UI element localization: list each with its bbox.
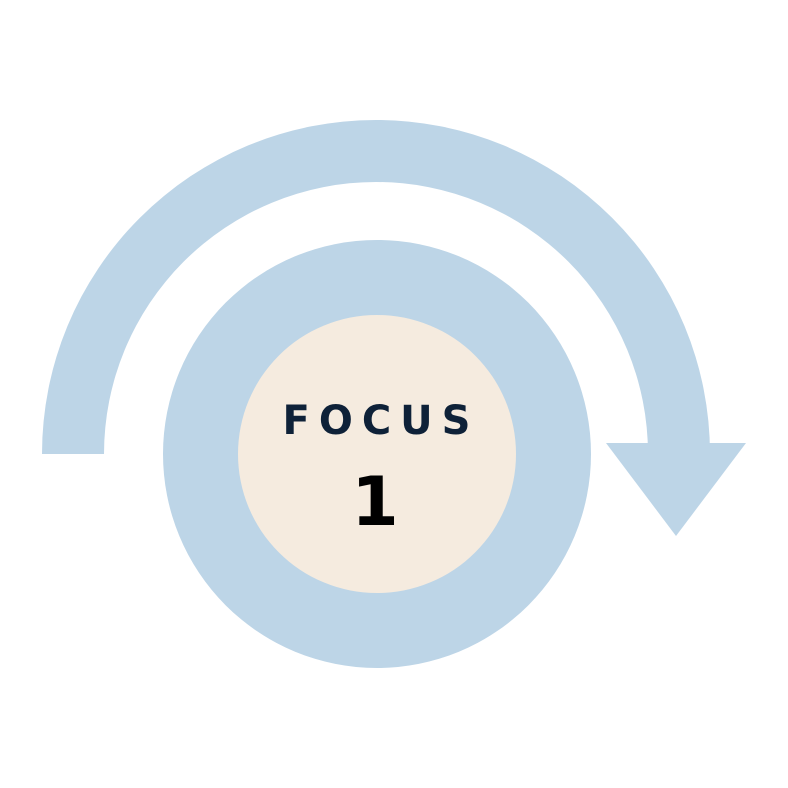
focus-number: 1 <box>351 463 398 542</box>
clockwise-arrow-icon <box>42 120 710 454</box>
center-circle <box>238 315 516 593</box>
arrow-head <box>606 443 746 536</box>
focus-label: FOCUS <box>283 398 480 444</box>
